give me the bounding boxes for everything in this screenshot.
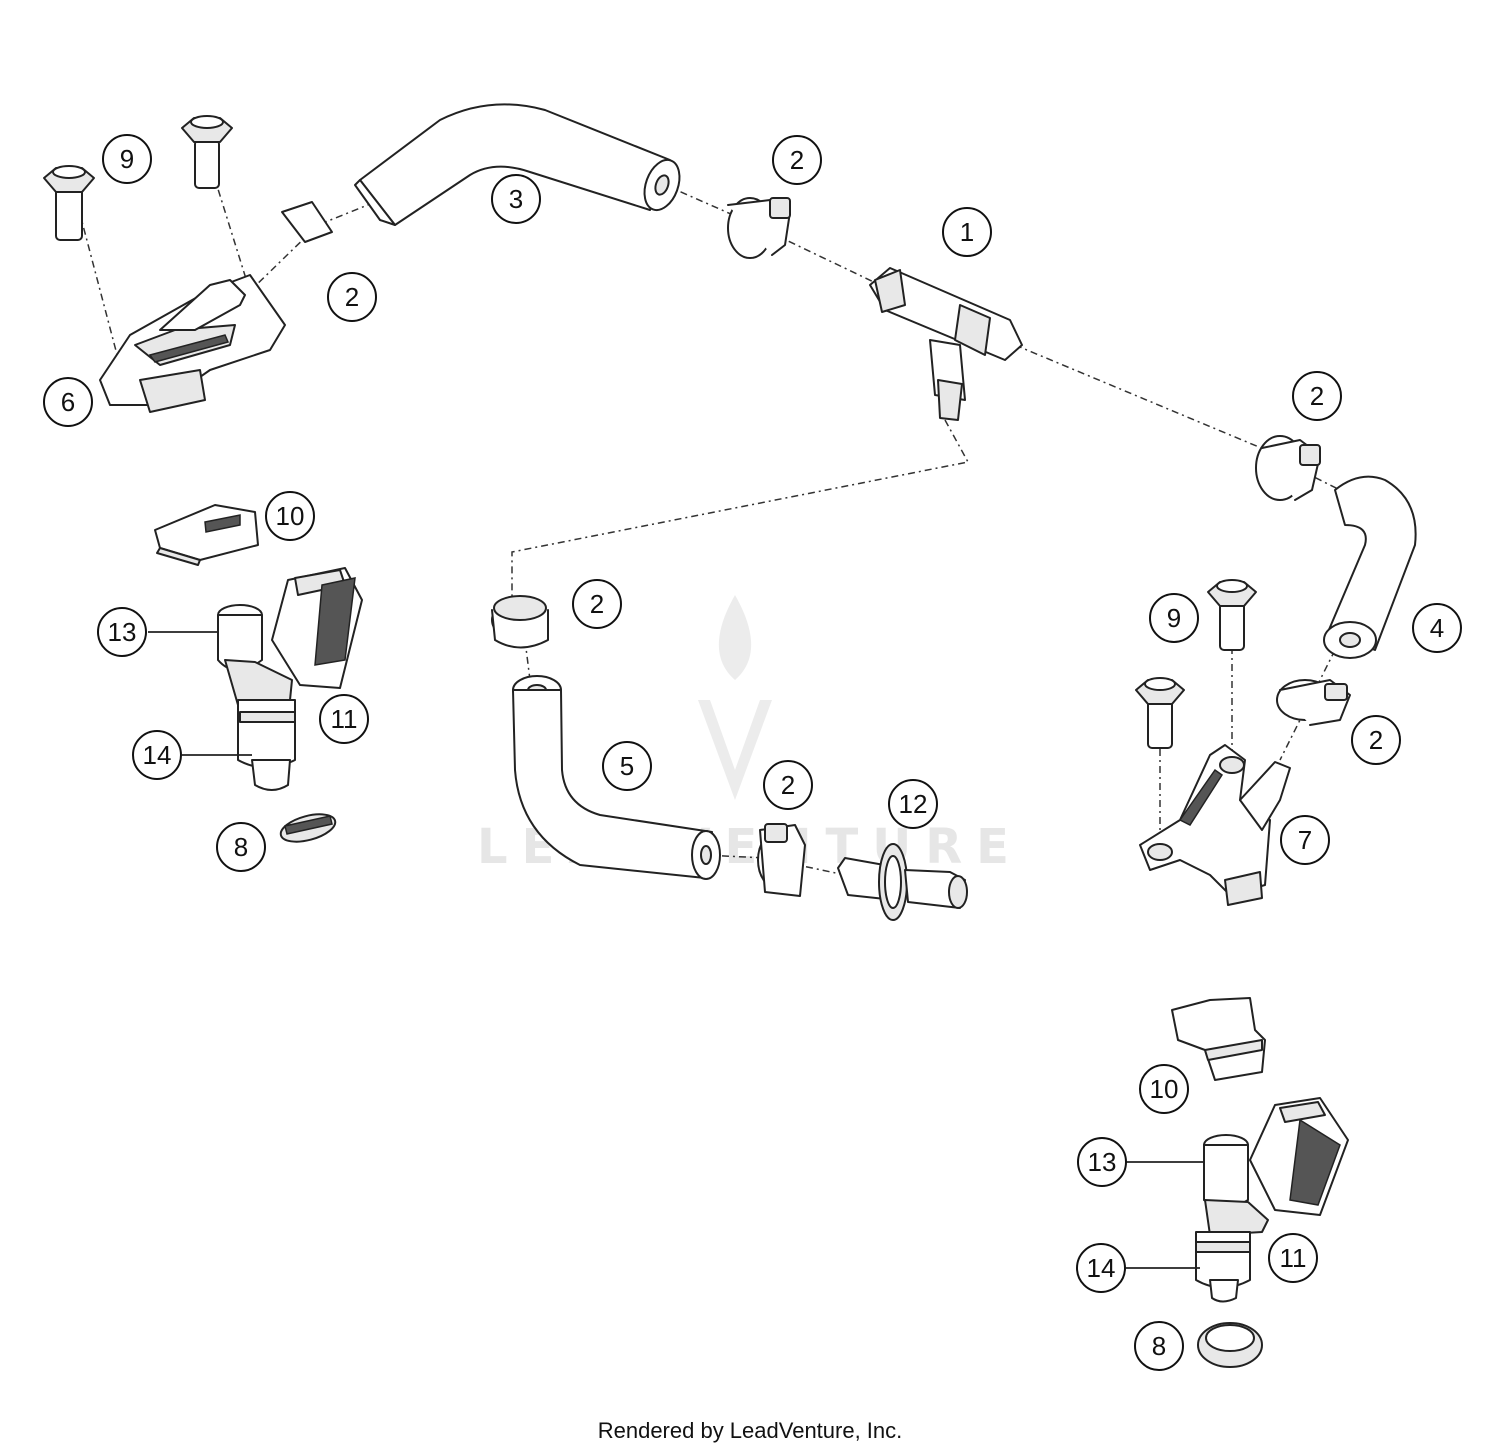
callout-13-left: 13: [97, 607, 147, 657]
callout-2-left: 2: [327, 272, 377, 322]
hose-part-3: [354, 103, 681, 226]
clamp-part-2-e: [491, 595, 549, 649]
callout-2-right-lower: 2: [1351, 715, 1401, 765]
callout-6: 6: [43, 377, 93, 427]
valve-part-12: [837, 843, 968, 921]
clamp-part-2-b: [727, 197, 791, 259]
svg-text:3: 3: [509, 184, 523, 214]
svg-text:1: 1: [960, 217, 974, 247]
seal-part-8-b: [1197, 1322, 1263, 1368]
callout-8-right: 8: [1134, 1321, 1184, 1371]
svg-text:2: 2: [590, 589, 604, 619]
clamp-part-2-a: [281, 201, 333, 243]
callout-9-right: 9: [1149, 593, 1199, 643]
svg-text:14: 14: [143, 740, 172, 770]
callout-7: 7: [1280, 815, 1330, 865]
svg-text:4: 4: [1430, 613, 1444, 643]
svg-text:2: 2: [1369, 725, 1383, 755]
footer-credit: Rendered by LeadVenture, Inc.: [597, 1418, 903, 1443]
svg-text:2: 2: [790, 145, 804, 175]
sensor-part-7: [1139, 744, 1291, 906]
svg-text:11: 11: [331, 704, 358, 734]
callout-1: 1: [942, 207, 992, 257]
hose-part-4: [1323, 475, 1417, 659]
svg-text:8: 8: [1152, 1331, 1166, 1361]
clamp-part-2-c: [1255, 435, 1321, 501]
callout-8-left: 8: [216, 822, 266, 872]
bolt-part-9-left-b: [181, 115, 233, 189]
callout-13-right: 13: [1077, 1137, 1127, 1187]
seal-part-8-a: [279, 813, 337, 843]
svg-text:7: 7: [1298, 825, 1312, 855]
svg-text:14: 14: [1087, 1253, 1116, 1283]
callout-11-right: 11: [1268, 1233, 1318, 1283]
callout-10-right: 10: [1139, 1064, 1189, 1114]
hose-part-5: [512, 675, 721, 880]
callout-2-right: 2: [1292, 371, 1342, 421]
callout-11-left: 11: [319, 694, 369, 744]
clip-part-10-a: [154, 504, 259, 566]
sensor-part-6: [99, 274, 286, 413]
injector-assembly-left: [217, 567, 363, 791]
svg-text:6: 6: [61, 387, 75, 417]
callout-2-top: 2: [772, 135, 822, 185]
svg-text:13: 13: [1088, 1147, 1117, 1177]
callout-5: 5: [602, 741, 652, 791]
clamp-part-2-f: [757, 823, 806, 897]
svg-text:8: 8: [234, 832, 248, 862]
svg-text:13: 13: [108, 617, 137, 647]
callout-12: 12: [888, 779, 938, 829]
callout-2-mid-left: 2: [572, 579, 622, 629]
injector-assembly-right: [1195, 1097, 1349, 1303]
svg-text:9: 9: [1167, 603, 1181, 633]
svg-text:2: 2: [781, 770, 795, 800]
svg-text:11: 11: [1280, 1243, 1307, 1273]
svg-text:2: 2: [345, 282, 359, 312]
svg-text:10: 10: [1150, 1074, 1179, 1104]
callout-4: 4: [1412, 603, 1462, 653]
svg-text:5: 5: [620, 751, 634, 781]
callout-9-left: 9: [102, 134, 152, 184]
bolt-part-9-left-a: [43, 165, 95, 241]
callout-3: 3: [491, 174, 541, 224]
callout-14-left: 14: [132, 730, 182, 780]
bolt-part-9-right-b: [1135, 677, 1185, 749]
svg-text:2: 2: [1310, 381, 1324, 411]
t-connector-part-1: [869, 267, 1023, 421]
clip-part-10-b: [1171, 997, 1266, 1081]
svg-text:12: 12: [899, 789, 928, 819]
clamp-part-2-d: [1276, 679, 1351, 726]
bolt-part-9-right-a: [1207, 579, 1257, 651]
callout-14-right: 14: [1076, 1243, 1126, 1293]
svg-text:9: 9: [120, 144, 134, 174]
callout-leaders: [148, 631, 1205, 1269]
svg-text:10: 10: [276, 501, 305, 531]
callout-10-left: 10: [265, 491, 315, 541]
callout-2-mid: 2: [763, 760, 813, 810]
